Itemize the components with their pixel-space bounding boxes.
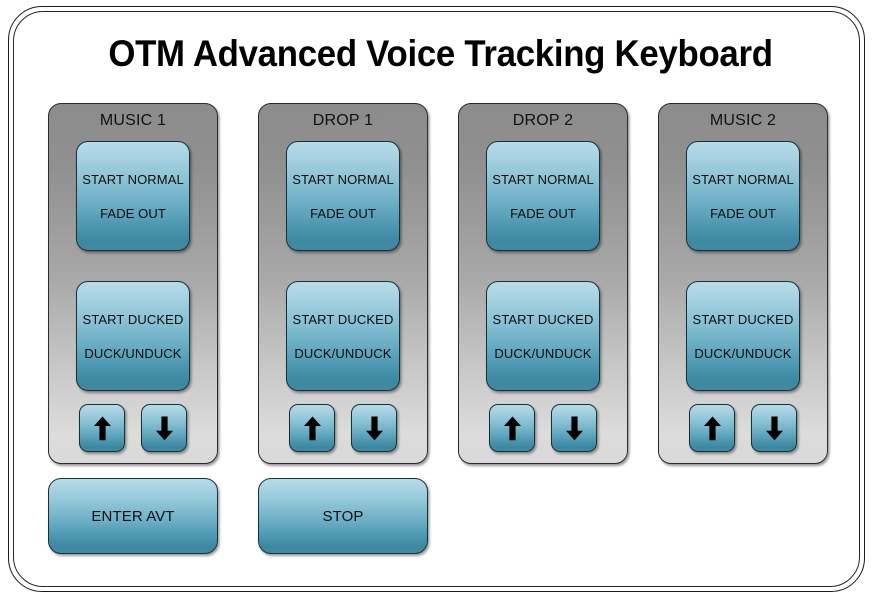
scroll-down-button[interactable]	[351, 404, 397, 452]
start-ducked-duck-unduck-button[interactable]: START DUCKED DUCK/UNDUCK	[486, 281, 600, 391]
button-line-primary: START DUCKED	[82, 311, 184, 327]
button-line-primary: START DUCKED	[692, 311, 794, 327]
button-line-primary: START NORMAL	[492, 171, 594, 187]
up-arrow-icon	[503, 416, 522, 441]
down-arrow-icon	[155, 416, 174, 441]
channel-label: MUSIC 2	[709, 112, 777, 129]
start-normal-fade-out-button[interactable]: START NORMAL FADE OUT	[686, 141, 800, 251]
scroll-up-button[interactable]	[489, 404, 535, 452]
button-line-primary: START DUCKED	[492, 311, 594, 327]
button-line-secondary: DUCK/UNDUCK	[294, 345, 392, 361]
down-arrow-icon	[565, 416, 584, 441]
channel-panel-music-1[interactable]: MUSIC 1 START NORMAL FADE OUT START DUCK…	[48, 103, 218, 464]
channel-panel-drop-1[interactable]: DROP 1 START NORMAL FADE OUT START DUCKE…	[258, 103, 428, 464]
start-normal-fade-out-button[interactable]: START NORMAL FADE OUT	[486, 141, 600, 251]
start-ducked-duck-unduck-button[interactable]: START DUCKED DUCK/UNDUCK	[76, 281, 190, 391]
down-arrow-icon	[365, 416, 384, 441]
device-frame-inner	[13, 11, 860, 587]
button-label: ENTER AVT	[91, 507, 175, 525]
button-label: STOP	[322, 507, 364, 525]
button-line-secondary: FADE OUT	[100, 205, 166, 221]
start-normal-fade-out-button[interactable]: START NORMAL FADE OUT	[76, 141, 190, 251]
scroll-down-button[interactable]	[141, 404, 187, 452]
button-line-secondary: FADE OUT	[310, 205, 376, 221]
scroll-up-button[interactable]	[289, 404, 335, 452]
up-arrow-icon	[303, 416, 322, 441]
page-title: OTM Advanced Voice Tracking Keyboard	[108, 33, 773, 74]
channel-label: MUSIC 1	[99, 112, 167, 129]
start-normal-fade-out-button[interactable]: START NORMAL FADE OUT	[286, 141, 400, 251]
button-line-primary: START NORMAL	[692, 171, 794, 187]
scroll-down-button[interactable]	[751, 404, 797, 452]
up-arrow-icon	[93, 416, 112, 441]
button-line-primary: START NORMAL	[292, 171, 394, 187]
down-arrow-icon	[765, 416, 784, 441]
button-line-primary: START DUCKED	[292, 311, 394, 327]
channel-label: DROP 1	[312, 112, 374, 129]
stop-button[interactable]: STOP	[258, 478, 428, 554]
scroll-up-button[interactable]	[689, 404, 735, 452]
button-line-secondary: FADE OUT	[710, 205, 776, 221]
channel-panel-group: MUSIC 1 START NORMAL FADE OUT START DUCK…	[48, 103, 830, 465]
button-line-secondary: DUCK/UNDUCK	[694, 345, 792, 361]
scroll-up-button[interactable]	[79, 404, 125, 452]
enter-avt-button[interactable]: ENTER AVT	[48, 478, 218, 554]
button-line-secondary: DUCK/UNDUCK	[84, 345, 182, 361]
start-ducked-duck-unduck-button[interactable]: START DUCKED DUCK/UNDUCK	[286, 281, 400, 391]
channel-panel-music-2[interactable]: MUSIC 2 START NORMAL FADE OUT START DUCK…	[658, 103, 828, 464]
button-line-secondary: DUCK/UNDUCK	[494, 345, 592, 361]
button-line-primary: START NORMAL	[82, 171, 184, 187]
scroll-down-button[interactable]	[551, 404, 597, 452]
up-arrow-icon	[703, 416, 722, 441]
button-line-secondary: FADE OUT	[510, 205, 576, 221]
start-ducked-duck-unduck-button[interactable]: START DUCKED DUCK/UNDUCK	[686, 281, 800, 391]
channel-panel-drop-2[interactable]: DROP 2 START NORMAL FADE OUT START DUCKE…	[458, 103, 628, 464]
channel-label: DROP 2	[512, 112, 574, 129]
